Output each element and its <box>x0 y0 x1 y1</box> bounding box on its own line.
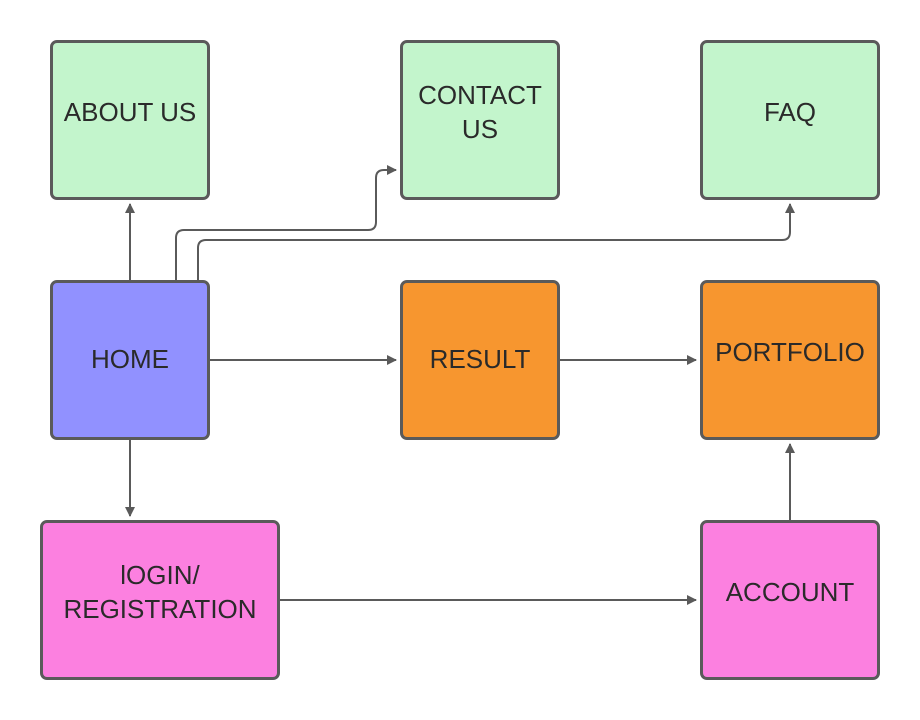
edge-home-faq <box>197 203 795 280</box>
node-account-label: ACCOUNT <box>725 577 855 608</box>
node-account: ACCOUNT <box>700 520 880 680</box>
node-home-label: HOME <box>91 344 169 375</box>
node-faq: FAQ <box>700 40 880 200</box>
node-result: RESULT <box>400 280 560 440</box>
node-about-us: ABOUT US <box>50 40 210 200</box>
node-portfolio: PORTFOLIO <box>700 280 880 440</box>
edge-home-contact <box>175 165 397 280</box>
node-result-label: RESULT <box>429 344 531 375</box>
node-login-registration: lOGIN/ REGISTRATION <box>40 520 280 680</box>
node-contact-us: CONTACT US <box>400 40 560 200</box>
node-about-us-label: ABOUT US <box>63 97 197 128</box>
node-login-registration-label: lOGIN/ REGISTRATION <box>63 560 257 624</box>
node-faq-label: FAQ <box>763 97 816 128</box>
node-portfolio-label: PORTFOLIO <box>715 337 865 368</box>
node-contact-us-label: CONTACT US <box>418 80 542 144</box>
node-home: HOME <box>50 280 210 440</box>
